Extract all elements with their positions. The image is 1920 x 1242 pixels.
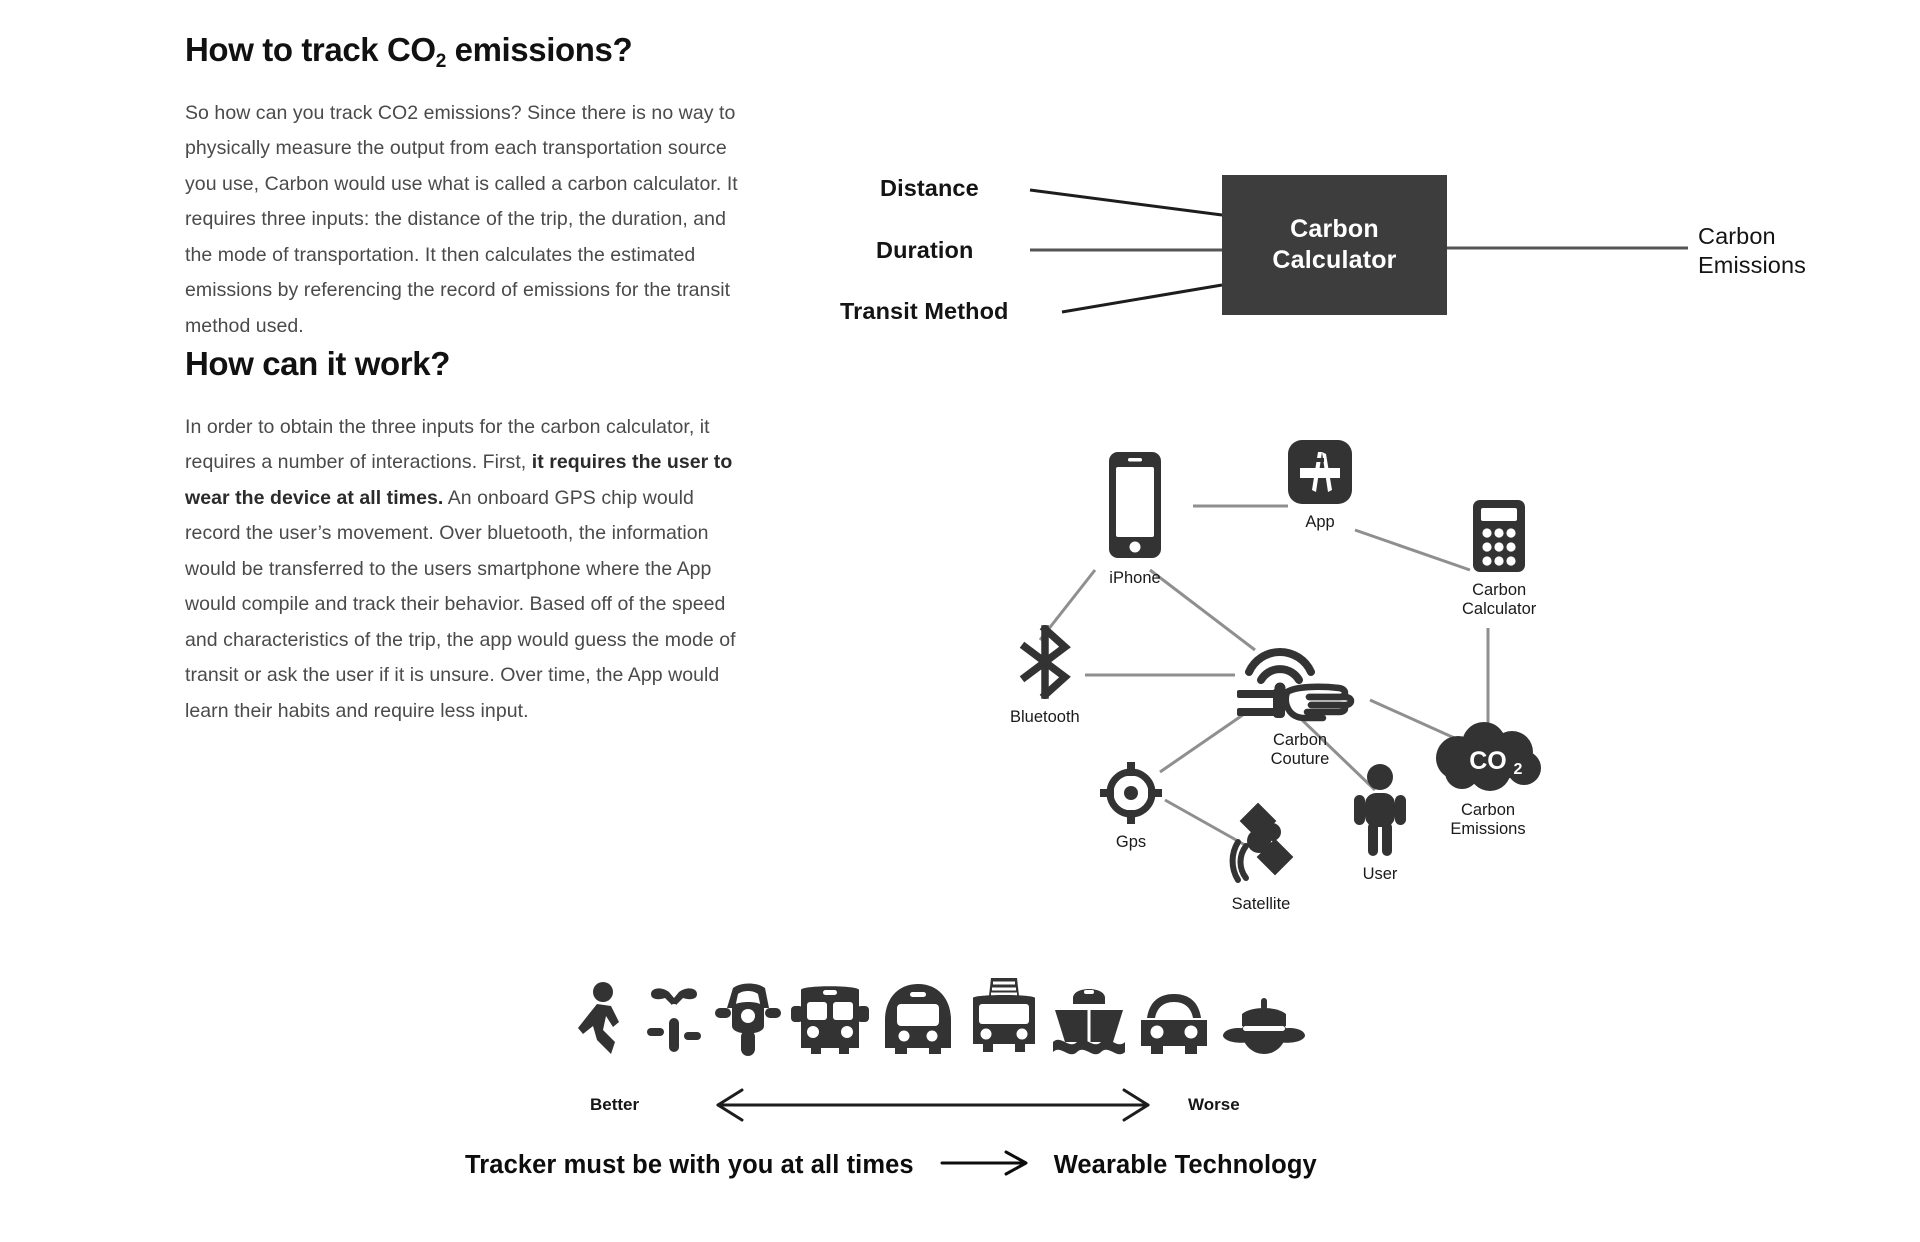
- input-label-distance: Distance: [880, 175, 979, 201]
- output-line1: Carbon: [1698, 223, 1776, 249]
- paragraph-track-emissions: So how can you track CO2 emissions? Sinc…: [185, 101, 738, 337]
- iphone-icon: [1107, 450, 1163, 565]
- paragraph-part-2: An onboard GPS chip would record the use…: [185, 486, 736, 722]
- paragraph-part-1: In order to obtain the three inputs for …: [185, 415, 710, 474]
- input-label-transit-method: Transit Method: [840, 298, 1009, 324]
- calc-box-line2: Calculator: [1272, 246, 1397, 274]
- wearable-hand-icon: [1235, 630, 1365, 727]
- subway-icon: [879, 982, 957, 1061]
- network-node-carbon-couture: Carbon Couture: [1235, 630, 1365, 769]
- network-node-label-gps: Gps: [1115, 833, 1147, 851]
- network-node-label-co2-line2: Emissions: [1450, 820, 1526, 838]
- caption-text-left: Tracker must be with you at all times: [465, 1151, 914, 1179]
- network-node-label-iphone: iPhone: [1109, 569, 1161, 587]
- scale-label-worse: Worse: [1188, 1095, 1240, 1114]
- bottom-caption: Tracker must be with you at all times We…: [465, 1150, 1317, 1181]
- arrow-right-icon: [940, 1150, 1028, 1181]
- network-node-label-app: App: [1305, 513, 1335, 531]
- walking-icon: [575, 982, 633, 1061]
- left-text-column: How to track CO2 emissions? So how can y…: [185, 30, 745, 729]
- network-node-label-calc-line2: Calculator: [1462, 600, 1537, 618]
- network-node-gps: Gps: [1100, 762, 1162, 852]
- page-title-how-it-works: How can it work?: [185, 345, 450, 383]
- co2-glyph: CO: [1469, 747, 1507, 775]
- airplane-icon: [1221, 996, 1307, 1061]
- paragraph-emphasis: it requires the user to wear the device …: [185, 451, 733, 509]
- calc-box-line1: Carbon: [1290, 214, 1379, 243]
- trolleybus-icon: [967, 978, 1041, 1061]
- paragraph-how-it-works: In order to obtain the three inputs for …: [185, 410, 745, 730]
- network-node-app: App: [1288, 440, 1352, 532]
- carbon-calculator-box: Carbon Calculator: [1222, 175, 1447, 315]
- network-node-carbon-calculator: Carbon Calculator: [1462, 500, 1536, 619]
- network-node-iphone: iPhone: [1107, 450, 1163, 588]
- page-title-subscript: 2: [435, 51, 447, 72]
- bicycle-icon: [643, 982, 705, 1061]
- ship-icon: [1051, 980, 1127, 1061]
- transport-mode-row: [575, 978, 1307, 1061]
- bluetooth-icon: [1010, 623, 1080, 704]
- input-label-duration: Duration: [876, 237, 974, 263]
- scale-label-better: Better: [590, 1095, 640, 1114]
- carbon-calculator-box-label: Carbon Calculator: [1272, 214, 1396, 277]
- page-title-text-tail: emissions?: [445, 31, 633, 68]
- network-node-bluetooth: Bluetooth: [1010, 623, 1080, 727]
- network-node-label-co2-line1: Carbon: [1460, 801, 1516, 819]
- satellite-icon: [1218, 800, 1304, 891]
- scooter-icon: [715, 982, 781, 1061]
- page-title-track-emissions: How to track CO2 emissions?: [185, 30, 745, 72]
- network-node-label-user: User: [1362, 865, 1398, 883]
- network-node-label-couture-line2: Couture: [1270, 750, 1330, 768]
- network-node-carbon-emissions: CO 2 Carbon Emissions: [1432, 722, 1544, 839]
- network-node-satellite: Satellite: [1218, 800, 1304, 914]
- car-icon: [1137, 990, 1211, 1061]
- output-line2: Emissions: [1698, 252, 1806, 279]
- app-store-icon: [1288, 440, 1352, 509]
- page-title-text: How to track CO: [185, 31, 436, 68]
- gps-crosshair-icon: [1100, 762, 1162, 829]
- network-node-label-calc-line1: Carbon: [1472, 581, 1527, 599]
- co2-cloud-icon: CO 2: [1432, 722, 1544, 797]
- bus-icon: [791, 982, 869, 1061]
- co2-subscript-glyph: 2: [1514, 761, 1523, 778]
- network-node-label-bluetooth: Bluetooth: [1010, 708, 1080, 726]
- calculator-icon: [1462, 500, 1536, 577]
- caption-text-right: Wearable Technology: [1053, 1151, 1317, 1179]
- network-node-label-couture-line1: Carbon: [1272, 731, 1328, 749]
- output-label-carbon-emissions: Carbon Emissions: [1698, 222, 1806, 281]
- network-node-user: User: [1352, 764, 1408, 884]
- user-person-icon: [1352, 764, 1408, 861]
- network-node-label-satellite: Satellite: [1231, 895, 1291, 913]
